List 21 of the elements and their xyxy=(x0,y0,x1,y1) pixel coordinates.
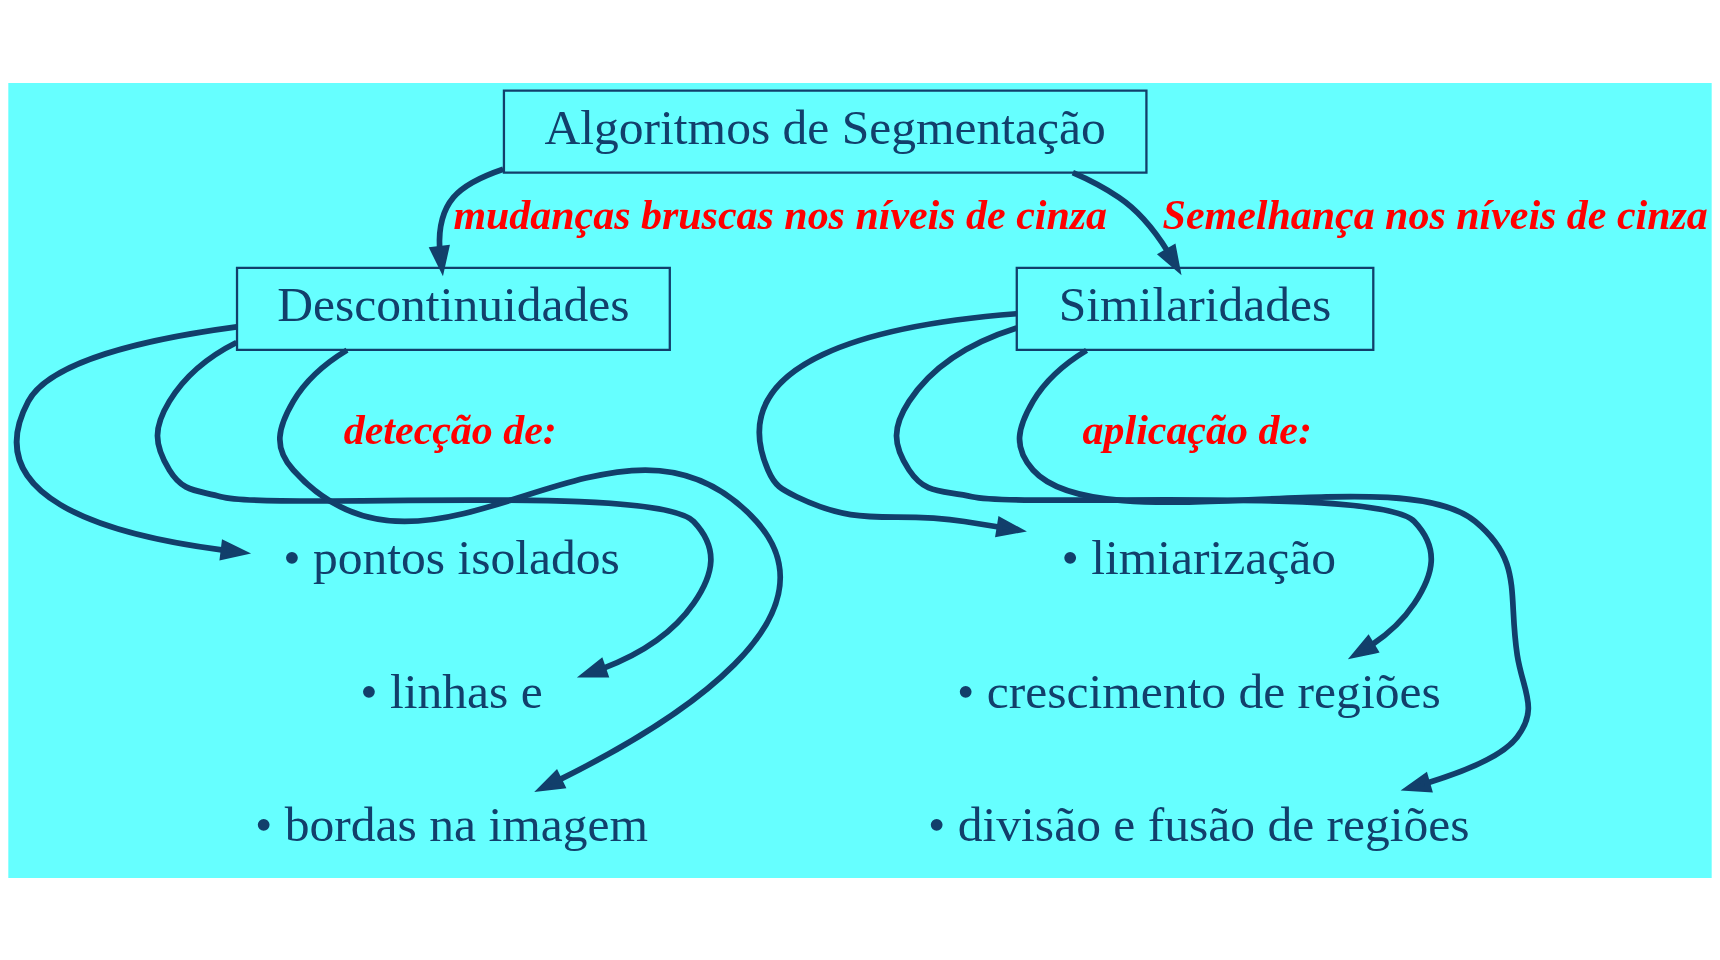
node-text: • limiarização xyxy=(1061,529,1337,585)
arrow xyxy=(757,310,1027,537)
arrow xyxy=(277,347,783,792)
arrow xyxy=(428,166,505,276)
arrow xyxy=(14,323,252,560)
arrow xyxy=(893,324,1434,659)
node-text: • linhas e xyxy=(360,663,543,719)
label: detecção de: xyxy=(343,406,557,453)
arrow xyxy=(1071,169,1182,275)
edge-label: mudanças bruscas nos níveis de cinza xyxy=(453,191,1108,238)
node-text: • pontos isolados xyxy=(283,529,620,585)
arrow xyxy=(154,339,714,678)
node-text: • bordas na imagem xyxy=(255,796,648,852)
arrow xyxy=(1016,347,1531,792)
node-text: • crescimento de regiões xyxy=(956,663,1441,719)
node-box: Similaridades xyxy=(1015,266,1375,351)
node-text: • divisão e fusão de regiões xyxy=(928,796,1470,852)
node-box: Descontinuidades xyxy=(235,266,671,351)
edge-label: Semelhança nos níveis de cinza xyxy=(1162,191,1708,238)
label: aplicação de: xyxy=(1082,406,1312,453)
node-box: Algoritmos de Segmentação xyxy=(502,89,1148,174)
